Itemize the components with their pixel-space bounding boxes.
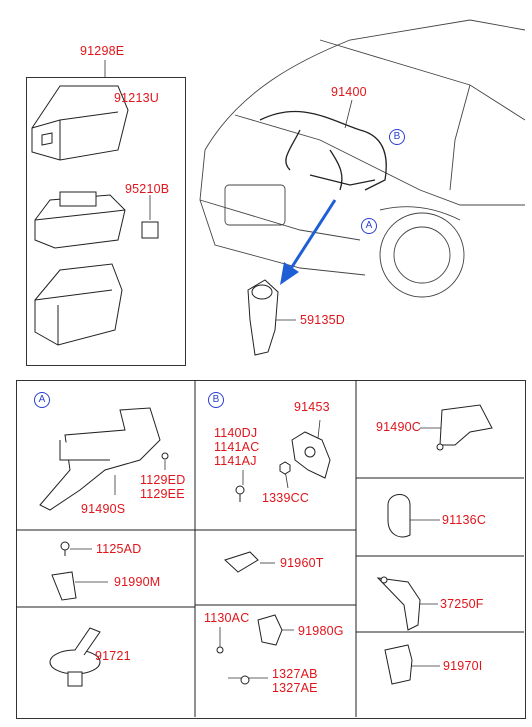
part-label-91400: 91400	[331, 85, 367, 99]
part-label-91490s: 91490S	[81, 502, 126, 516]
part-label-1129ed: 1129ED	[140, 473, 186, 487]
sensor-37250f	[376, 576, 421, 631]
bracket-91490c	[436, 404, 493, 451]
holder-91960t	[224, 551, 259, 573]
bracket-91990m	[51, 571, 77, 601]
part-label-91298e: 91298E	[80, 44, 125, 58]
detail-grid-frame	[16, 380, 526, 719]
part-label-91970i: 91970I	[443, 659, 483, 673]
relay	[141, 221, 159, 239]
part-label-91721: 91721	[95, 649, 131, 663]
bracket-91490s	[39, 407, 169, 511]
fuse-block	[34, 191, 126, 249]
part-label-91980g: 91980G	[298, 624, 344, 638]
sensor-91453	[291, 431, 331, 479]
fuse-box-frame	[26, 77, 186, 366]
part-label-37250f: 37250F	[440, 597, 484, 611]
harness-clamp	[247, 279, 279, 356]
callout-arrow	[280, 199, 337, 285]
part-label-1141aj: 1141AJ	[214, 454, 257, 468]
part-label-1130ac: 1130AC	[204, 611, 250, 625]
callout-a-marker: A	[361, 218, 377, 234]
callout-b-marker: B	[389, 129, 405, 145]
part-label-1339cc: 1339CC	[262, 491, 310, 505]
clip-91136c	[387, 494, 411, 538]
wiring-harness	[259, 110, 387, 191]
part-label-1129ee: 1129EE	[140, 487, 185, 501]
sensor-91980g	[257, 614, 283, 646]
part-label-1327ae: 1327AE	[272, 681, 318, 695]
part-label-91213u: 91213U	[114, 91, 159, 105]
part-label-91490c: 91490C	[376, 420, 421, 434]
bolt-1140dj	[235, 485, 245, 502]
part-label-1141ac: 1141AC	[214, 440, 260, 454]
bracket-91970i	[384, 644, 413, 685]
fuse-box-lower	[34, 263, 123, 346]
part-label-95210b: 95210B	[125, 182, 170, 196]
junction-box-cover	[31, 85, 129, 161]
part-label-91136c: 91136C	[442, 513, 487, 527]
nut-1339cc	[279, 461, 291, 475]
part-label-59135d: 59135D	[300, 313, 345, 327]
grommet-91721	[49, 627, 101, 687]
callout-a-detail: A	[34, 392, 50, 408]
callout-b-detail: B	[208, 392, 224, 408]
bolt-1130ac	[216, 646, 224, 654]
part-label-91453: 91453	[294, 400, 330, 414]
vehicle-outline	[199, 19, 526, 298]
bolt-1327ab	[240, 675, 250, 685]
part-label-91990m: 91990M	[114, 575, 161, 589]
part-label-1140dj: 1140DJ	[214, 426, 258, 440]
part-label-1125ad: 1125AD	[96, 542, 142, 556]
part-label-1327ab: 1327AB	[272, 667, 318, 681]
part-label-91960t: 91960T	[280, 556, 324, 570]
screw-1125ad	[60, 541, 70, 556]
